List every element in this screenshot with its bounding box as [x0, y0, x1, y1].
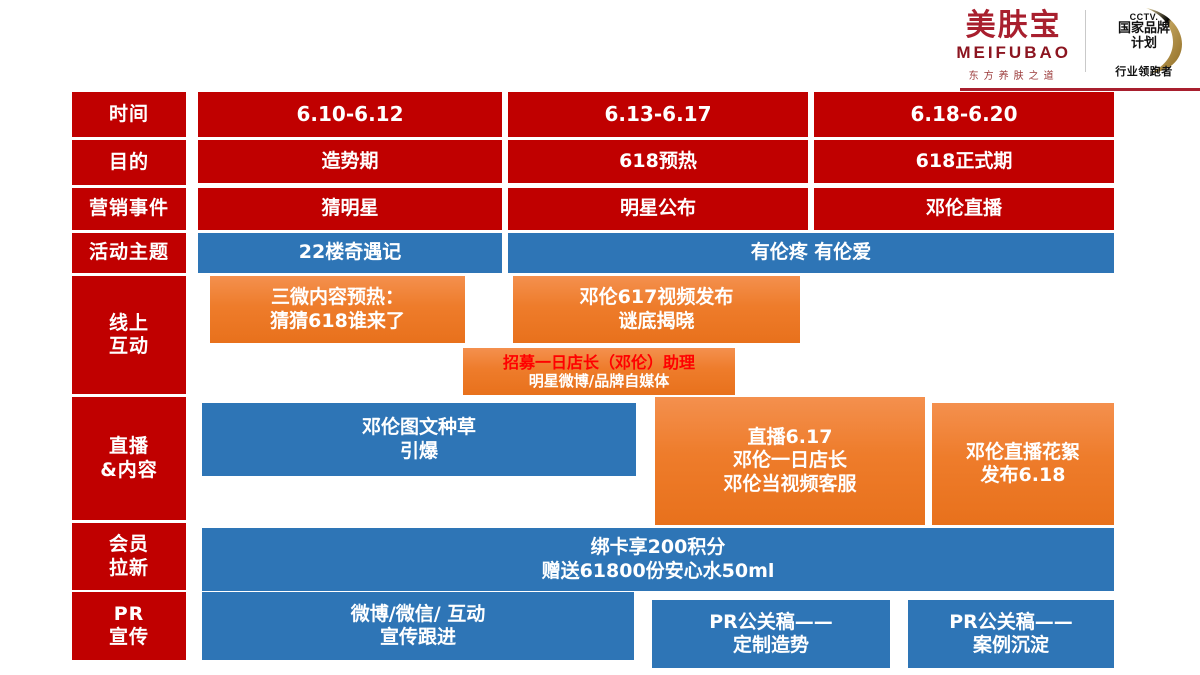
cctv-national-brand-badge: CCTV. 国家品牌 计划 行业领跑者 — [1096, 4, 1192, 90]
cctv-text-group: CCTV. 国家品牌 计划 — [1118, 12, 1170, 51]
event-cell-1: 猜明星 — [198, 188, 502, 230]
date-cell-1: 6.10-6.12 — [198, 92, 502, 137]
event-cell-3: 邓伦直播 — [814, 188, 1114, 230]
theme-cell-2: 有伦疼 有伦爱 — [508, 233, 1114, 273]
online-box-weibo-teaser: 三微内容预热： 猜猜618谁来了 — [210, 276, 465, 343]
row-label-purpose: 目的 — [72, 140, 186, 185]
brand-underline — [960, 88, 1200, 91]
brand-header: 美肤宝 MEIFUBAO 东方养肤之道 CCTV. 国家品牌 — [956, 4, 1192, 92]
purpose-cell-3: 618正式期 — [814, 140, 1114, 183]
row-label-marketing-event: 营销事件 — [72, 188, 186, 230]
row-label-time: 时间 — [72, 92, 186, 137]
pr-box-case-study: PR公关稿—— 案例沉淀 — [908, 600, 1114, 668]
cctv-title-line1: 国家品牌 — [1117, 21, 1170, 36]
row-label-member-acquisition: 会员 拉新 — [72, 523, 186, 590]
online-box-recruit-assistant: 招募一日店长（邓伦）助理 明星微博/品牌自媒体 — [463, 348, 735, 395]
cctv-wordmark: CCTV. — [1129, 12, 1159, 22]
member-box-points-gift: 绑卡享200积分 赠送61800份安心水50ml — [202, 528, 1114, 591]
livestream-box-seeding: 邓伦图文种草 引爆 — [202, 403, 636, 476]
online-box-video-reveal: 邓伦617视频发布 谜底揭晓 — [513, 276, 800, 343]
event-cell-2: 明星公布 — [508, 188, 808, 230]
row-label-pr-promotion: PR 宣传 — [72, 592, 186, 660]
meifubao-logo: 美肤宝 MEIFUBAO 东方养肤之道 — [956, 4, 1085, 88]
crescent-moon-icon — [1146, 8, 1182, 73]
logo-latin-name: MEIFUBAO — [956, 42, 1071, 62]
pr-box-custom-buzz: PR公关稿—— 定制造势 — [652, 600, 890, 668]
logo-chinese-name: 美肤宝 — [965, 8, 1062, 44]
pr-box-social-followup: 微博/微信/ 互动 宣传跟进 — [202, 592, 634, 660]
livestream-box-highlights-618: 邓伦直播花絮 发布6.18 — [932, 403, 1114, 525]
livestream-box-live-617: 直播6.17 邓伦一日店长 邓伦当视频客服 — [655, 397, 925, 525]
row-label-livestream-content: 直播 &内容 — [72, 397, 186, 520]
date-cell-3: 6.18-6.20 — [814, 92, 1114, 137]
row-label-campaign-theme: 活动主题 — [72, 233, 186, 273]
cctv-footer-label: 行业领跑者 — [1115, 65, 1173, 79]
cctv-title-line2: 计划 — [1130, 35, 1157, 51]
brand-divider — [1085, 10, 1086, 72]
date-cell-2: 6.13-6.17 — [508, 92, 808, 137]
row-label-online-interaction: 线上 互动 — [72, 276, 186, 394]
logo-tagline: 东方养肤之道 — [968, 70, 1059, 82]
purpose-cell-2: 618预热 — [508, 140, 808, 183]
theme-cell-1: 22楼奇遇记 — [198, 233, 502, 273]
purpose-cell-1: 造势期 — [198, 140, 502, 183]
